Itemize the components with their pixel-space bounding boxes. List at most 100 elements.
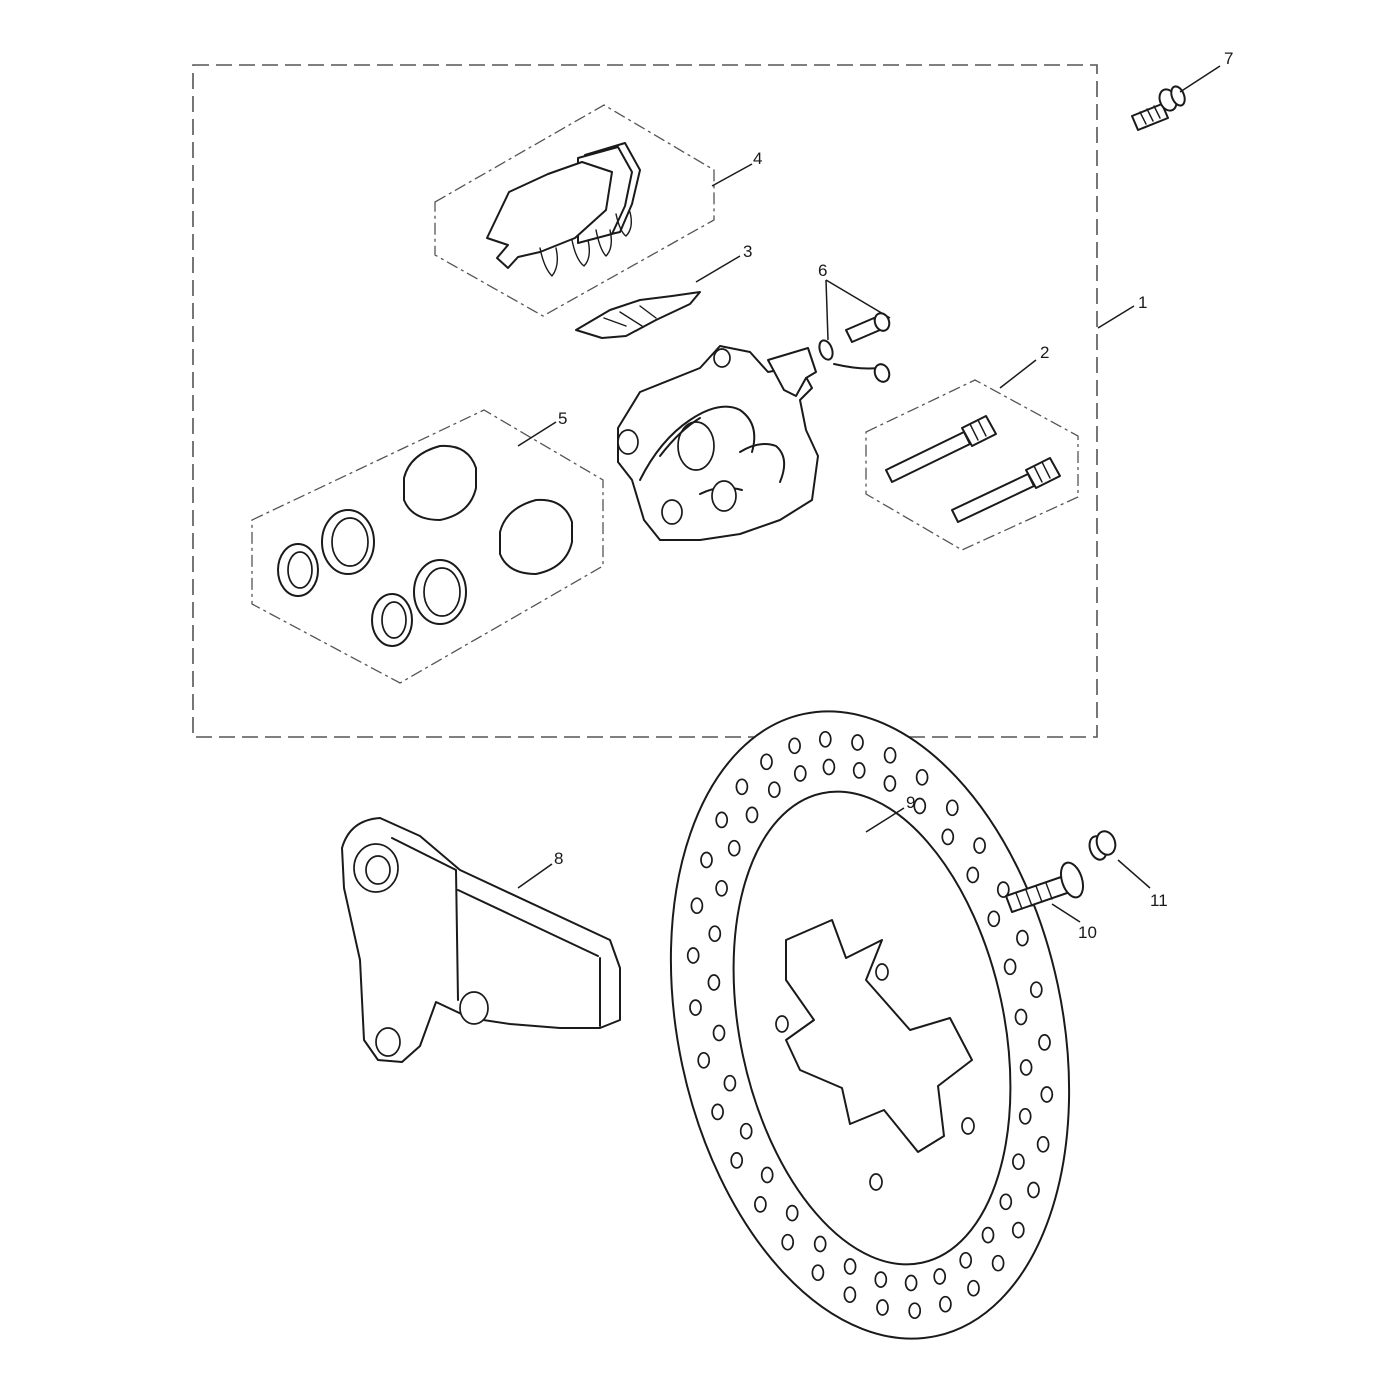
callout-1: 1 (1138, 293, 1147, 312)
disc-drill-hole (987, 910, 1001, 928)
disc-drill-hole (991, 1254, 1005, 1272)
part-2-slider-pins[interactable] (885, 415, 1061, 523)
part-11-spacer[interactable] (1087, 829, 1119, 862)
disc-drill-hole (1012, 1153, 1025, 1171)
disc-drill-hole (711, 1103, 724, 1121)
callout-8: 8 (554, 849, 563, 868)
disc-drill-hole (735, 778, 749, 796)
part-3-pad-spring[interactable] (575, 291, 701, 339)
disc-drill-hole (715, 811, 729, 829)
disc-drill-hole (933, 1268, 947, 1285)
disc-drill-hole (1016, 929, 1029, 947)
leader-6b (825, 279, 891, 319)
disc-drill-hole (781, 1233, 795, 1251)
disc-drill-hole (689, 999, 702, 1016)
disc-drill-hole (712, 1024, 726, 1042)
part-5-group-outline (251, 409, 604, 684)
part-7-bolt[interactable] (1131, 84, 1187, 131)
part-5-pistons-and-seals[interactable] (277, 444, 573, 647)
disc-drill-hole (745, 806, 759, 824)
disc-drill-hole (793, 765, 807, 782)
leader-10 (1051, 903, 1081, 923)
disc-drill-hole (851, 734, 864, 751)
part-4-brake-pads[interactable] (486, 142, 641, 277)
disc-drill-hole (852, 762, 866, 779)
disc-drill-hole (883, 746, 897, 764)
disc-drill-hole (904, 1274, 918, 1292)
disc-drill-hole (996, 881, 1010, 898)
callout-9: 9 (906, 793, 915, 812)
disc-drill-hole (818, 730, 832, 748)
disc-drill-hole (843, 1286, 857, 1304)
disc-drill-hole (1040, 1086, 1054, 1103)
disc-drill-hole (876, 1299, 889, 1316)
disc-drill-hole (1018, 1107, 1032, 1125)
disc-drill-hole (883, 775, 897, 792)
disc-drill-hole (1003, 958, 1017, 976)
disc-drill-hole (945, 799, 959, 817)
disc-drill-hole (723, 1074, 737, 1092)
disc-drill-holes (686, 730, 1054, 1320)
disc-drill-hole (939, 1295, 952, 1313)
disc-drill-hole (811, 1264, 825, 1282)
part-6-bleed-nipple[interactable] (817, 311, 892, 384)
disc-drill-hole (843, 1258, 857, 1275)
callout-11: 11 (1150, 891, 1168, 910)
disc-drill-hole (760, 753, 773, 771)
callout-6: 6 (818, 261, 827, 280)
disc-drill-hole (874, 1271, 888, 1288)
disc-drill-hole (760, 1166, 774, 1184)
disc-drill-hole (966, 866, 980, 884)
disc-drill-hole (785, 1204, 799, 1222)
caliper-assembly-frame (192, 64, 1098, 738)
leader-4 (711, 163, 753, 187)
disc-drill-hole (727, 839, 741, 857)
callout-3: 3 (743, 242, 752, 261)
disc-drill-hole (913, 797, 927, 815)
disc-drill-hole (1029, 981, 1043, 999)
disc-drill-hole (739, 1122, 753, 1140)
disc-drill-hole (1027, 1181, 1040, 1199)
disc-drill-hole (700, 851, 713, 869)
disc-drill-hole (708, 925, 722, 943)
disc-drill-hole (822, 758, 836, 776)
callout-5: 5 (558, 409, 567, 428)
disc-drill-hole (754, 1196, 767, 1213)
part-9-brake-disc[interactable] (616, 674, 1124, 1376)
part-8-caliper-bracket[interactable] (341, 817, 621, 1063)
disc-drill-hole (908, 1302, 922, 1320)
disc-drill-hole (767, 781, 781, 799)
part-4-group-outline (434, 104, 715, 317)
leader-6a (825, 279, 829, 341)
leader-2 (999, 359, 1037, 389)
leader-5 (517, 421, 557, 447)
disc-drill-hole (959, 1251, 973, 1269)
leader-8 (517, 863, 553, 889)
disc-drill-hole (1014, 1008, 1028, 1026)
disc-drill-hole (1019, 1059, 1033, 1076)
disc-drill-hole (981, 1226, 995, 1244)
leader-3 (695, 255, 741, 283)
disc-drill-hole (707, 974, 721, 991)
leader-11 (1117, 859, 1151, 889)
callout-10: 10 (1078, 923, 1097, 942)
caliper-body[interactable] (617, 345, 819, 541)
disc-drill-hole (813, 1235, 827, 1253)
part-10-disc-bolt[interactable] (1005, 860, 1087, 913)
disc-drill-hole (686, 947, 700, 964)
leader-9 (865, 807, 905, 833)
leader-1 (1097, 305, 1135, 329)
disc-drill-hole (941, 828, 955, 846)
callout-2: 2 (1040, 343, 1049, 362)
disc-drill-hole (715, 879, 728, 897)
disc-drill-hole (967, 1279, 980, 1297)
callout-4: 4 (753, 149, 762, 168)
disc-drill-hole (690, 897, 704, 915)
disc-drill-hole (730, 1152, 744, 1169)
part-2-group-outline (865, 379, 1079, 551)
disc-drill-hole (1011, 1221, 1025, 1239)
callout-7: 7 (1224, 49, 1233, 68)
disc-drill-hole (915, 768, 929, 786)
disc-drill-hole (973, 837, 986, 854)
